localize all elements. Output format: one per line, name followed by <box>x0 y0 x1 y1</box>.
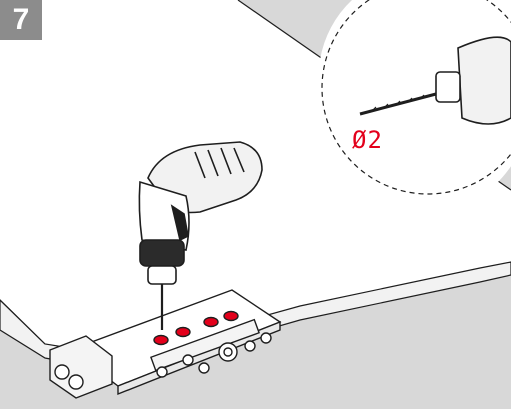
jig-marker-hole <box>203 316 219 328</box>
jig-screw-3 <box>244 340 256 352</box>
jig-knob-left <box>54 364 70 380</box>
board-front-line <box>0 299 46 345</box>
callout-circle-outline <box>321 0 511 195</box>
jig-clamp-bar <box>150 318 260 372</box>
jig-screw-1 <box>198 362 210 374</box>
jig-screw-4 <box>260 332 272 344</box>
jig-clamp-block <box>49 335 113 399</box>
jig-marker-hole <box>175 326 191 338</box>
drill-body <box>138 180 190 251</box>
jig-marker-hole <box>223 310 239 322</box>
drill-chuck-front <box>147 265 177 285</box>
jig-knob-left-2 <box>68 374 84 390</box>
cordless-drill-illustration <box>138 141 263 330</box>
jig-marker-hole <box>153 334 169 346</box>
step-number-badge: 7 <box>0 0 42 40</box>
detail-chuck-body <box>457 36 511 125</box>
drill-trigger <box>170 204 189 242</box>
drill-handle-grip <box>194 147 245 179</box>
drill-size-label: Ø2 <box>352 126 383 154</box>
detail-chuck <box>435 71 461 103</box>
doweling-jig-illustration <box>49 289 282 399</box>
drill-bit-detail <box>359 36 511 125</box>
detail-bit-flute <box>371 94 425 112</box>
jig-screw-2 <box>182 354 194 366</box>
jig-screw-5 <box>156 366 168 378</box>
drill-chuck <box>139 239 185 267</box>
jig-knob-center-inner <box>223 347 233 357</box>
